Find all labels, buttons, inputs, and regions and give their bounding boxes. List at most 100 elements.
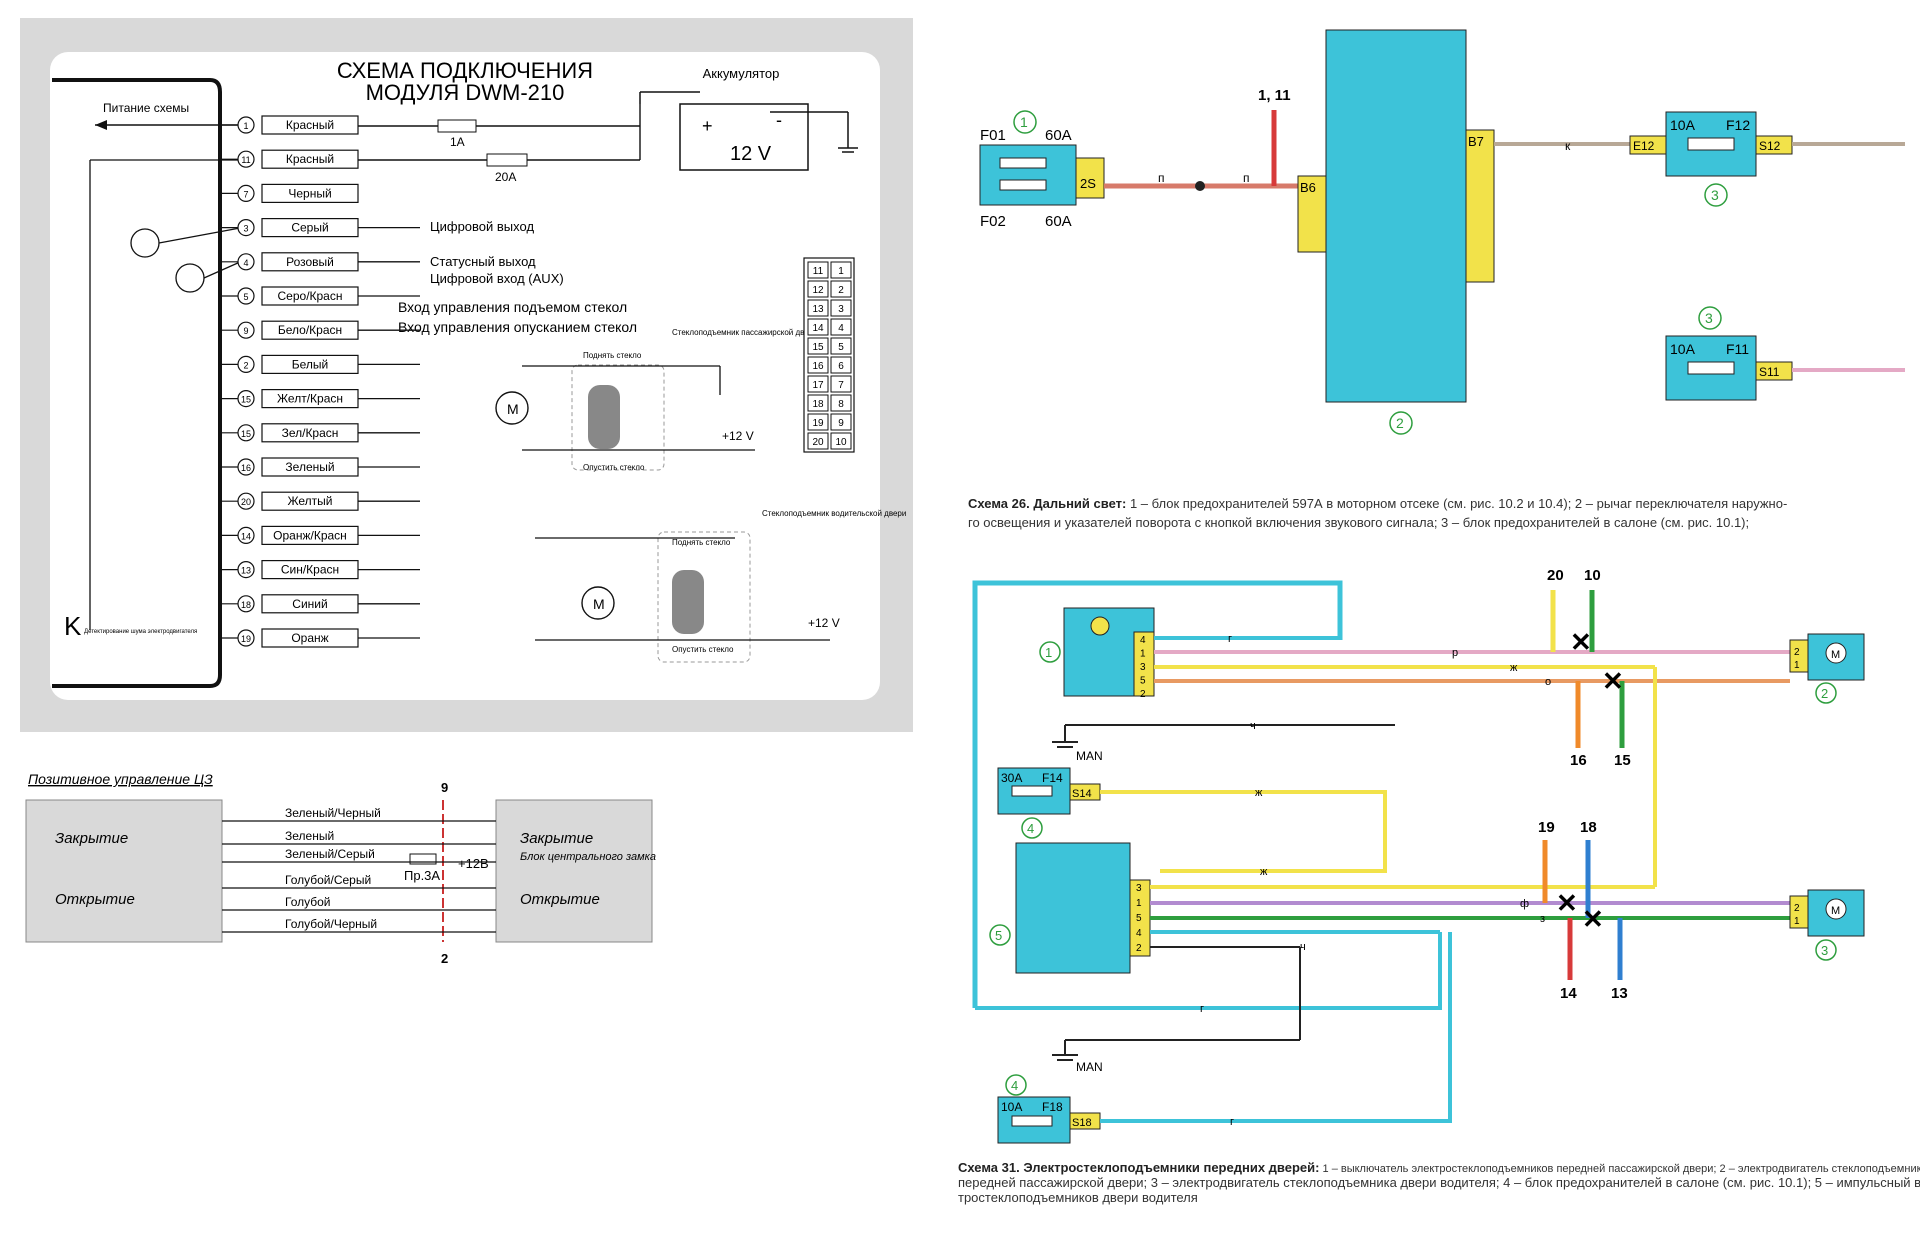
lock-wire-label: Голубой/Серый — [285, 873, 371, 887]
connector-pin: 9 — [838, 418, 844, 429]
num-10: 10 — [1584, 567, 1601, 584]
fuse-20a-icon — [486, 153, 528, 167]
pin-number: 14 — [241, 531, 251, 541]
pin-wire-name: Красный — [286, 118, 334, 132]
pin-wire-name: Серый — [291, 221, 328, 235]
pin-b6: B6 — [1300, 180, 1316, 195]
fuse-block-f18 — [997, 1096, 1071, 1144]
lock-block-box — [495, 799, 653, 943]
pin-wire-name: Оранж — [291, 631, 328, 645]
wire-p-label-1: п — [1158, 171, 1165, 185]
wire-z-label: з — [1540, 913, 1545, 925]
pin-number: 11 — [241, 155, 250, 165]
pin-number: 5 — [243, 292, 248, 302]
connector-pin: 10 — [835, 437, 847, 448]
fuse-f14-amp: 30A — [1001, 771, 1022, 785]
fuse-block-597a — [979, 144, 1077, 206]
dwm-pin-row: 18 Синий — [220, 594, 420, 614]
connector-cell — [807, 337, 829, 355]
wire-zh-label-2: ж — [1255, 787, 1263, 799]
driver-window-lift: M Поднять стекло Опустить стекло Стеклоп… — [535, 509, 906, 663]
num-13: 13 — [1611, 985, 1628, 1002]
pin-number: 20 — [241, 497, 251, 507]
motor-d-letter: M — [1831, 905, 1840, 917]
fuse-f02-amp: 60A — [1045, 213, 1072, 230]
pin-wire-box — [261, 149, 359, 169]
pin-number: 9 — [243, 326, 248, 336]
pin-s18: S18 — [1072, 1117, 1092, 1129]
digital-in-label: Цифровой вход (AUX) — [430, 271, 564, 286]
connector-cell — [830, 356, 852, 374]
wcallout-5: 5 — [995, 928, 1002, 943]
driver-lift-label: Стеклоподъемник водительской двери — [762, 509, 906, 518]
pin-wire-box — [261, 115, 359, 135]
connector-cell — [830, 280, 852, 298]
battery-voltage: 12 V — [730, 143, 772, 165]
cross-2-icon: ✕ — [1602, 666, 1624, 696]
lock-fuse-icon — [409, 853, 437, 865]
fuse-f01-amp: 60A — [1045, 127, 1072, 144]
lock-num-top: 9 — [441, 780, 448, 795]
lever-switch-block — [1325, 29, 1467, 403]
cross-1-icon: ✕ — [1570, 627, 1592, 657]
wcallout-2: 2 — [1821, 686, 1828, 701]
pin-s14: S14 — [1072, 788, 1092, 800]
switch5-pin: 4 — [1136, 928, 1142, 939]
driver-switch-block — [1015, 842, 1131, 974]
lock-wire-label: Зеленый/Серый — [285, 847, 375, 861]
connector-cell — [807, 375, 829, 393]
noise-label: Детектирование шума электродвигателя — [84, 629, 197, 635]
passenger-window-lift: M Поднять стекло Опустить стекло Стеклоп… — [495, 328, 818, 472]
pin-wire-name: Оранж/Красн — [273, 528, 347, 542]
pin-wire-name: Красный — [286, 152, 334, 166]
fuse-1a-label: 1A — [450, 135, 465, 149]
fuse-f12-label: F12 — [1726, 117, 1750, 133]
dwm-pin-row: 19 Оранж — [220, 628, 420, 648]
callout-3a: 3 — [1711, 187, 1719, 203]
lock-wire-label: Зеленый — [285, 829, 334, 843]
connector-cell — [807, 261, 829, 279]
connector-pin: 18 — [812, 399, 824, 410]
connector-cell — [807, 356, 829, 374]
switch5-pin: 2 — [1136, 943, 1142, 954]
status-out-label: Статусный выход — [430, 254, 536, 269]
pin-s11: S11 — [1759, 365, 1780, 379]
power-arrow — [95, 120, 107, 130]
motor2-pin-1: 1 — [1794, 660, 1800, 671]
pin-number: 18 — [241, 600, 251, 610]
pin-wire-name: Бело/Красн — [278, 323, 342, 337]
lift-2-lower: Опустить стекло — [672, 645, 734, 654]
lock-wire-label: Зеленый/Черный — [285, 806, 381, 820]
connector-cell — [807, 394, 829, 412]
fuse-1a-icon — [437, 119, 477, 133]
pin-wire-name: Серо/Красн — [278, 289, 343, 303]
num-18: 18 — [1580, 819, 1597, 836]
lock-open-label: Открытие — [55, 891, 135, 908]
dwm-title-line2: МОДУЛЯ DWM-210 — [366, 80, 565, 105]
block-close-label: Закрытие — [520, 830, 593, 847]
pin-wire-name: Син/Красн — [281, 563, 339, 577]
lock-wire-label: Голубой — [285, 895, 331, 909]
pin-number: 19 — [241, 634, 251, 644]
switch5-pin: 5 — [1136, 913, 1142, 924]
connector-pin: 11 — [813, 266, 824, 277]
dwm-pin-row: 14 Оранж/Красн — [220, 525, 420, 546]
fuse-f01-icon — [999, 157, 1047, 169]
connector-pin: 1 — [838, 266, 844, 277]
high-beam-diagram: 2S F01 60A F02 60A 1 п п 1, 11 B6 B7 2 к… — [968, 29, 1905, 530]
passenger-lift-label: Стеклоподъемник пассажирской двери — [672, 328, 818, 337]
callout-1: 1 — [1020, 114, 1028, 130]
lift-2-raise: Поднять стекло — [672, 538, 731, 547]
connector-pin: 14 — [812, 323, 824, 334]
pin-number: 15 — [241, 395, 251, 405]
pin-number: 1 — [243, 121, 248, 131]
pin-wire-name: Желтый — [287, 494, 332, 508]
motor-driver-icon — [1825, 898, 1847, 920]
pin-wire-name: Синий — [292, 597, 327, 611]
pin-wire-name: Зеленый — [285, 460, 334, 474]
wcallout-4b: 4 — [1011, 1078, 1018, 1093]
